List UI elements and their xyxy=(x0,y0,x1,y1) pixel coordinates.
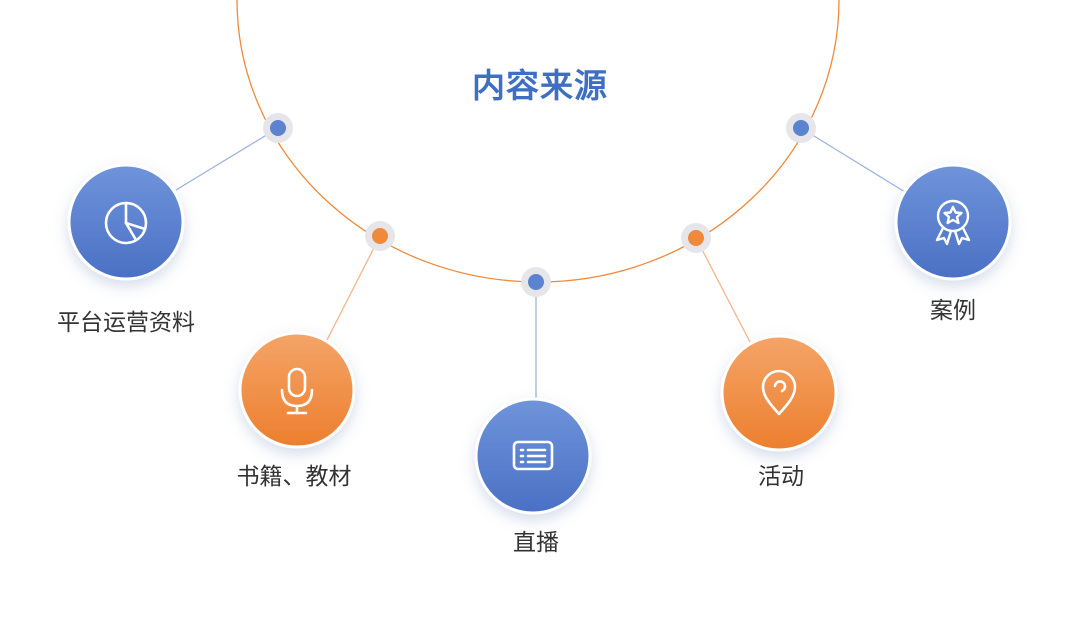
arc-dot-activity xyxy=(681,223,711,253)
node-cases: 案例 xyxy=(894,163,1012,324)
pie-chart-icon xyxy=(104,201,148,245)
node-label-live: 直播 xyxy=(513,530,559,556)
node-activity: 活动 xyxy=(720,334,838,490)
connector-cases xyxy=(800,127,906,193)
node-label-books: 书籍、教材 xyxy=(237,464,352,490)
arc-dot-books xyxy=(365,221,395,251)
node-books: 书籍、教材 xyxy=(237,331,356,490)
award-badge-icon xyxy=(935,199,971,246)
arc-dot-platform xyxy=(263,113,293,143)
list-icon xyxy=(512,440,554,471)
diagram-title: 内容来源 xyxy=(472,66,608,105)
arc-dot-cases xyxy=(786,113,816,143)
connector-platform xyxy=(175,127,279,191)
arc-dot-live xyxy=(521,267,551,297)
connector-books xyxy=(326,235,381,341)
connector-activity xyxy=(695,237,751,343)
microphone-icon xyxy=(280,367,314,415)
node-label-cases: 案例 xyxy=(930,298,976,324)
node-platform: 平台运营资料 xyxy=(57,163,195,336)
location-pin-icon xyxy=(761,369,797,416)
node-label-platform: 平台运营资料 xyxy=(57,310,195,336)
source-arc xyxy=(236,0,840,283)
node-live: 直播 xyxy=(474,397,592,556)
node-label-activity: 活动 xyxy=(758,464,804,490)
